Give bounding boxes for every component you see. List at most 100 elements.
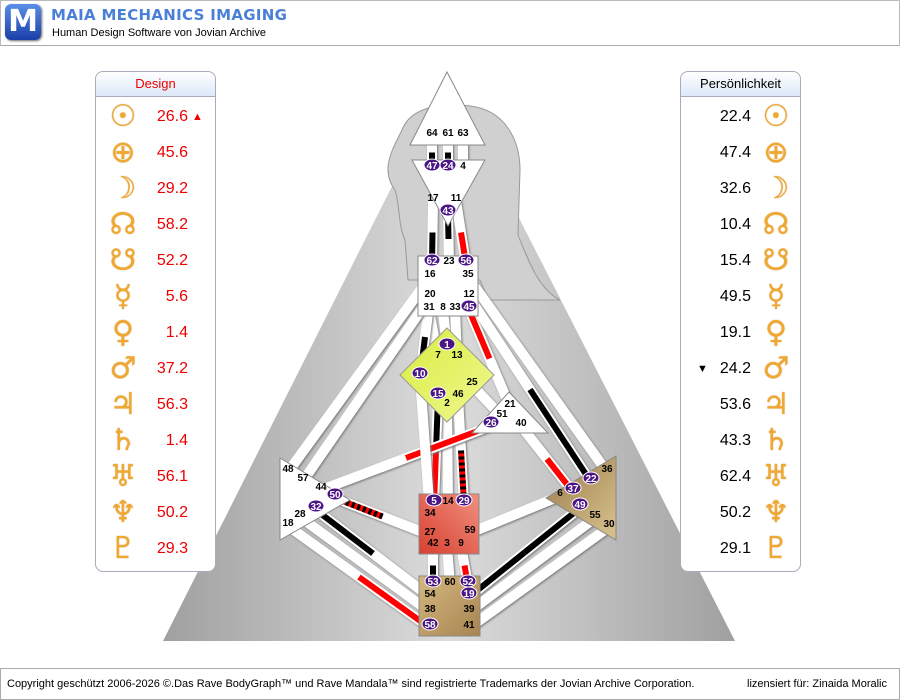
south-node-icon: ☋: [109, 243, 137, 278]
design-row-jupiter: ♃56.3: [96, 387, 215, 423]
gate-9[interactable]: 9: [458, 538, 464, 549]
gate-40[interactable]: 40: [515, 418, 527, 429]
personality-panel-title: Persönlichkeit: [681, 72, 800, 97]
gate-45[interactable]: 45: [463, 302, 475, 313]
gate-4[interactable]: 4: [460, 161, 466, 172]
gate-22[interactable]: 22: [585, 474, 597, 485]
gate-46[interactable]: 46: [452, 389, 464, 400]
gate-25[interactable]: 25: [466, 377, 478, 388]
gate-14[interactable]: 14: [442, 496, 454, 507]
gate-27[interactable]: 27: [424, 527, 436, 538]
gate-62[interactable]: 62: [426, 256, 438, 267]
gate-53[interactable]: 53: [427, 577, 439, 588]
gate-34[interactable]: 34: [424, 508, 436, 519]
design-row-mars: ♂37.2: [96, 351, 215, 387]
license-text: lizensiert für: Zinaida Moralic: [747, 678, 887, 690]
gate-11[interactable]: 11: [451, 193, 462, 204]
personality-row-mercury: ☿49.5: [681, 279, 800, 315]
neptune-value: 50.2: [156, 504, 188, 521]
gate-37[interactable]: 37: [567, 484, 579, 495]
gate-58[interactable]: 58: [424, 620, 436, 631]
gate-20[interactable]: 20: [424, 289, 436, 300]
mercury-value: 49.5: [719, 288, 751, 305]
gate-12[interactable]: 12: [463, 289, 475, 300]
gate-7[interactable]: 7: [435, 350, 441, 361]
gate-badge-58: [421, 617, 439, 631]
gate-29[interactable]: 29: [458, 496, 470, 507]
moon-value: 29.2: [156, 180, 188, 197]
mercury-icon: ☿: [113, 279, 133, 314]
gate-42[interactable]: 42: [427, 538, 439, 549]
jupiter-icon: ♃: [109, 387, 137, 422]
gate-8[interactable]: 8: [440, 302, 446, 313]
gate-43[interactable]: 43: [442, 206, 454, 217]
gate-6[interactable]: 6: [557, 488, 563, 499]
gate-1[interactable]: 1: [444, 340, 450, 351]
gate-50[interactable]: 50: [329, 490, 341, 501]
gate-32[interactable]: 32: [310, 502, 322, 513]
gate-15[interactable]: 15: [432, 389, 444, 400]
gate-23[interactable]: 23: [443, 256, 455, 267]
gate-63[interactable]: 63: [457, 128, 469, 139]
gate-60[interactable]: 60: [444, 577, 456, 588]
gate-19[interactable]: 19: [463, 589, 475, 600]
mars-icon: ♂: [762, 351, 790, 386]
gate-21[interactable]: 21: [504, 399, 516, 410]
gate-5[interactable]: 5: [431, 496, 437, 507]
personality-panel: Persönlichkeit ☉22.4⊕47.4☽32.6☊10.4☋15.4…: [680, 71, 801, 572]
gate-44[interactable]: 44: [315, 482, 327, 493]
gate-59[interactable]: 59: [464, 525, 476, 536]
gate-55[interactable]: 55: [589, 510, 601, 521]
design-row-earth: ⊕45.6: [96, 135, 215, 171]
pluto-icon: ♇: [762, 531, 790, 566]
channel-45-21-half-a: [466, 308, 493, 360]
gate-26[interactable]: 26: [485, 418, 497, 429]
gate-64[interactable]: 64: [426, 128, 438, 139]
gate-24[interactable]: 24: [442, 161, 454, 172]
gate-10[interactable]: 10: [414, 369, 426, 380]
gate-17[interactable]: 17: [427, 193, 439, 204]
gate-48[interactable]: 48: [282, 464, 294, 475]
channel-39-55: [466, 513, 598, 617]
uranus-icon: ♅: [762, 459, 790, 494]
gate-16[interactable]: 16: [424, 269, 436, 280]
gate-2[interactable]: 2: [444, 398, 450, 409]
design-row-uranus: ♅56.1: [96, 459, 215, 495]
channel-10-34: [415, 376, 435, 517]
mercury-value: 5.6: [165, 288, 188, 305]
gate-54[interactable]: 54: [424, 589, 436, 600]
gate-51[interactable]: 51: [496, 409, 508, 420]
gate-33[interactable]: 33: [449, 302, 461, 313]
gate-badge-15: [429, 386, 447, 400]
gate-badge-56: [457, 253, 475, 267]
gate-3[interactable]: 3: [444, 538, 450, 549]
gate-badge-1: [438, 337, 456, 351]
earth-value: 47.4: [719, 144, 751, 161]
gate-57[interactable]: 57: [297, 473, 309, 484]
gate-38[interactable]: 38: [424, 604, 436, 615]
uranus-icon: ♅: [109, 459, 137, 494]
south-node-value: 15.4: [719, 252, 751, 269]
gate-badge-43: [439, 203, 457, 217]
gate-47[interactable]: 47: [426, 161, 438, 172]
gate-18[interactable]: 18: [282, 518, 294, 529]
gate-41[interactable]: 41: [463, 620, 475, 631]
gate-35[interactable]: 35: [462, 269, 474, 280]
gate-61[interactable]: 61: [442, 128, 454, 139]
sun-value: 26.6: [156, 108, 188, 125]
footer: Copyright geschützt 2006-2026 ©.Das Rave…: [0, 668, 900, 700]
gate-56[interactable]: 56: [460, 256, 472, 267]
gate-31[interactable]: 31: [423, 302, 435, 313]
sun-value: 22.4: [719, 108, 751, 125]
gate-52[interactable]: 52: [462, 577, 474, 588]
gate-28[interactable]: 28: [294, 509, 306, 520]
pluto-icon: ♇: [109, 531, 137, 566]
gate-39[interactable]: 39: [463, 604, 475, 615]
spleen-center: [279, 457, 351, 541]
gate-13[interactable]: 13: [451, 350, 463, 361]
gate-36[interactable]: 36: [601, 464, 613, 475]
gate-49[interactable]: 49: [574, 500, 586, 511]
sun-icon: ☉: [109, 99, 137, 134]
gate-30[interactable]: 30: [603, 519, 615, 530]
